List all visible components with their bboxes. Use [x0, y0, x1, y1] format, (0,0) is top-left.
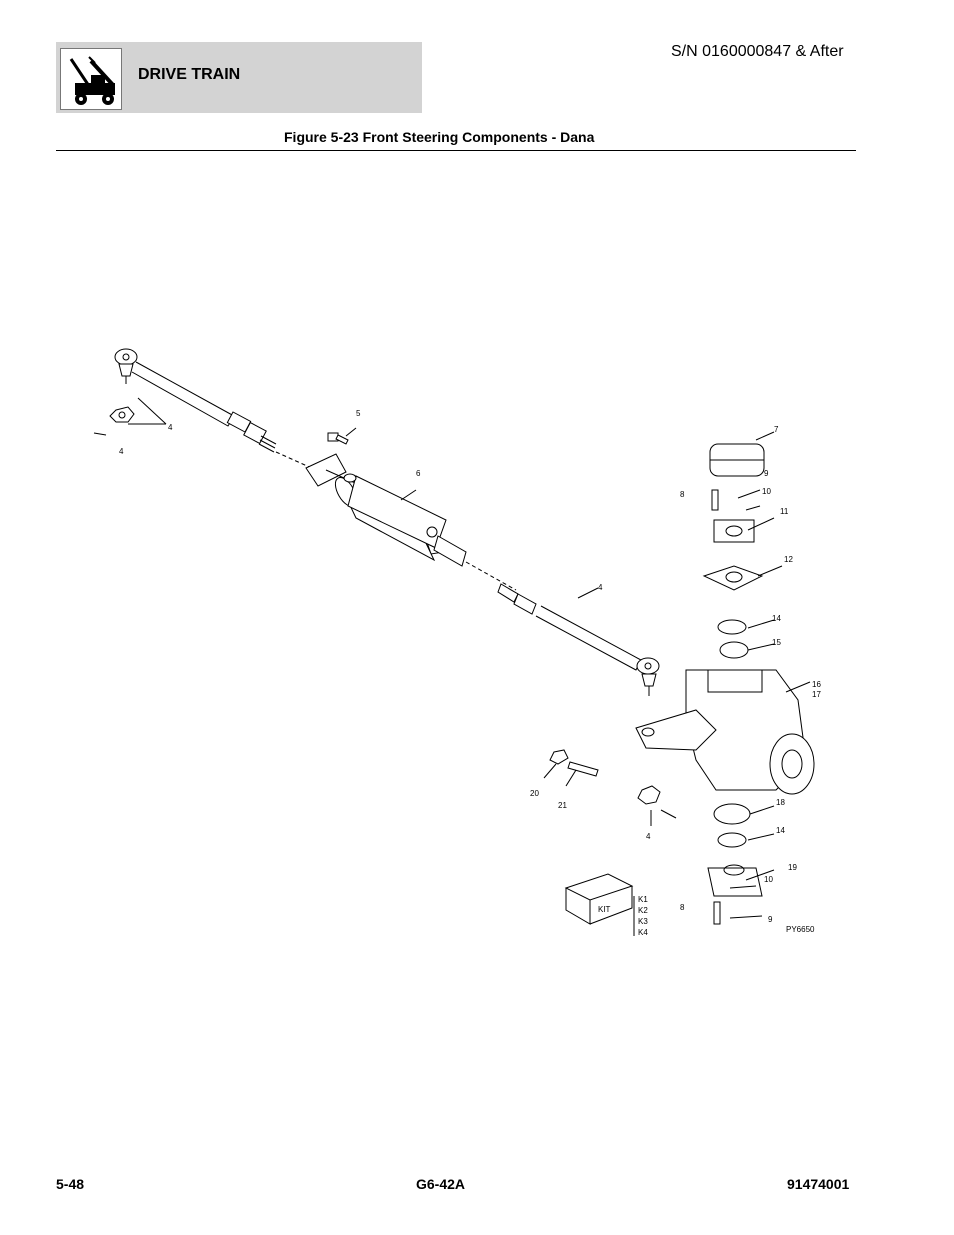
callout-4: 4: [119, 447, 124, 456]
figure-title: Figure 5-23 Front Steering Components - …: [284, 129, 595, 145]
bolt-5: [327, 432, 349, 445]
kit-box-icon: KIT: [564, 873, 634, 925]
steering-cylinder: [305, 453, 467, 567]
callout-5: 5: [356, 409, 361, 418]
callout-7: 7: [774, 425, 779, 434]
bolt-8-lower: [713, 901, 721, 925]
callout-12: 12: [784, 555, 793, 564]
kit-callout-k1: K1: [638, 895, 648, 904]
callout-8: 8: [680, 490, 685, 499]
callout-11: 11: [780, 507, 789, 516]
header-divider: [56, 150, 856, 151]
callout-10: 10: [764, 875, 773, 884]
kit-callout-k4: K4: [638, 928, 648, 937]
callout-19: 19: [788, 863, 797, 872]
bolt-8-upper: [711, 489, 719, 511]
section-header: DRIVE TRAIN: [56, 42, 422, 113]
document-number: 91474001: [787, 1176, 850, 1192]
callout-9: 9: [768, 915, 773, 924]
kit-callout-k3: K3: [638, 917, 648, 926]
tie-rod-right: [497, 583, 660, 696]
callout-10: 10: [762, 487, 771, 496]
serial-number-range: S/N 0160000847 & After: [671, 43, 844, 60]
drawing-id: PY6650: [786, 925, 815, 934]
callout-17: 17: [812, 690, 821, 699]
callout-4: 4: [168, 423, 173, 432]
nut-20: [549, 749, 569, 765]
callout-4: 4: [598, 583, 603, 592]
exploded-parts-diagram: KIT 4 4 5 6 4 7 9 10 8 11 12 14 15: [86, 340, 826, 945]
stud-21: [567, 761, 599, 777]
section-title: DRIVE TRAIN: [138, 66, 241, 83]
hex-nut-left: [109, 406, 135, 423]
callout-4: 4: [646, 832, 651, 841]
callout-6: 6: [416, 469, 421, 478]
callout-21: 21: [558, 801, 567, 810]
callout-18: 18: [776, 798, 785, 807]
model-number: G6-42A: [416, 1176, 466, 1192]
callout-8: 8: [680, 903, 685, 912]
page-number: 5-48: [56, 1176, 85, 1192]
steering-knuckle: [635, 443, 815, 897]
tie-rod-end-left: [114, 348, 277, 453]
callout-9: 9: [764, 469, 769, 478]
lift-truck-icon: [60, 48, 122, 110]
callout-15: 15: [772, 638, 781, 647]
kit-label: KIT: [598, 905, 611, 914]
kit-callout-k2: K2: [638, 906, 648, 915]
callout-14: 14: [776, 826, 785, 835]
callout-20: 20: [530, 789, 539, 798]
callout-14: 14: [772, 614, 781, 623]
hex-nut-lower: [637, 785, 661, 805]
callout-16: 16: [812, 680, 821, 689]
